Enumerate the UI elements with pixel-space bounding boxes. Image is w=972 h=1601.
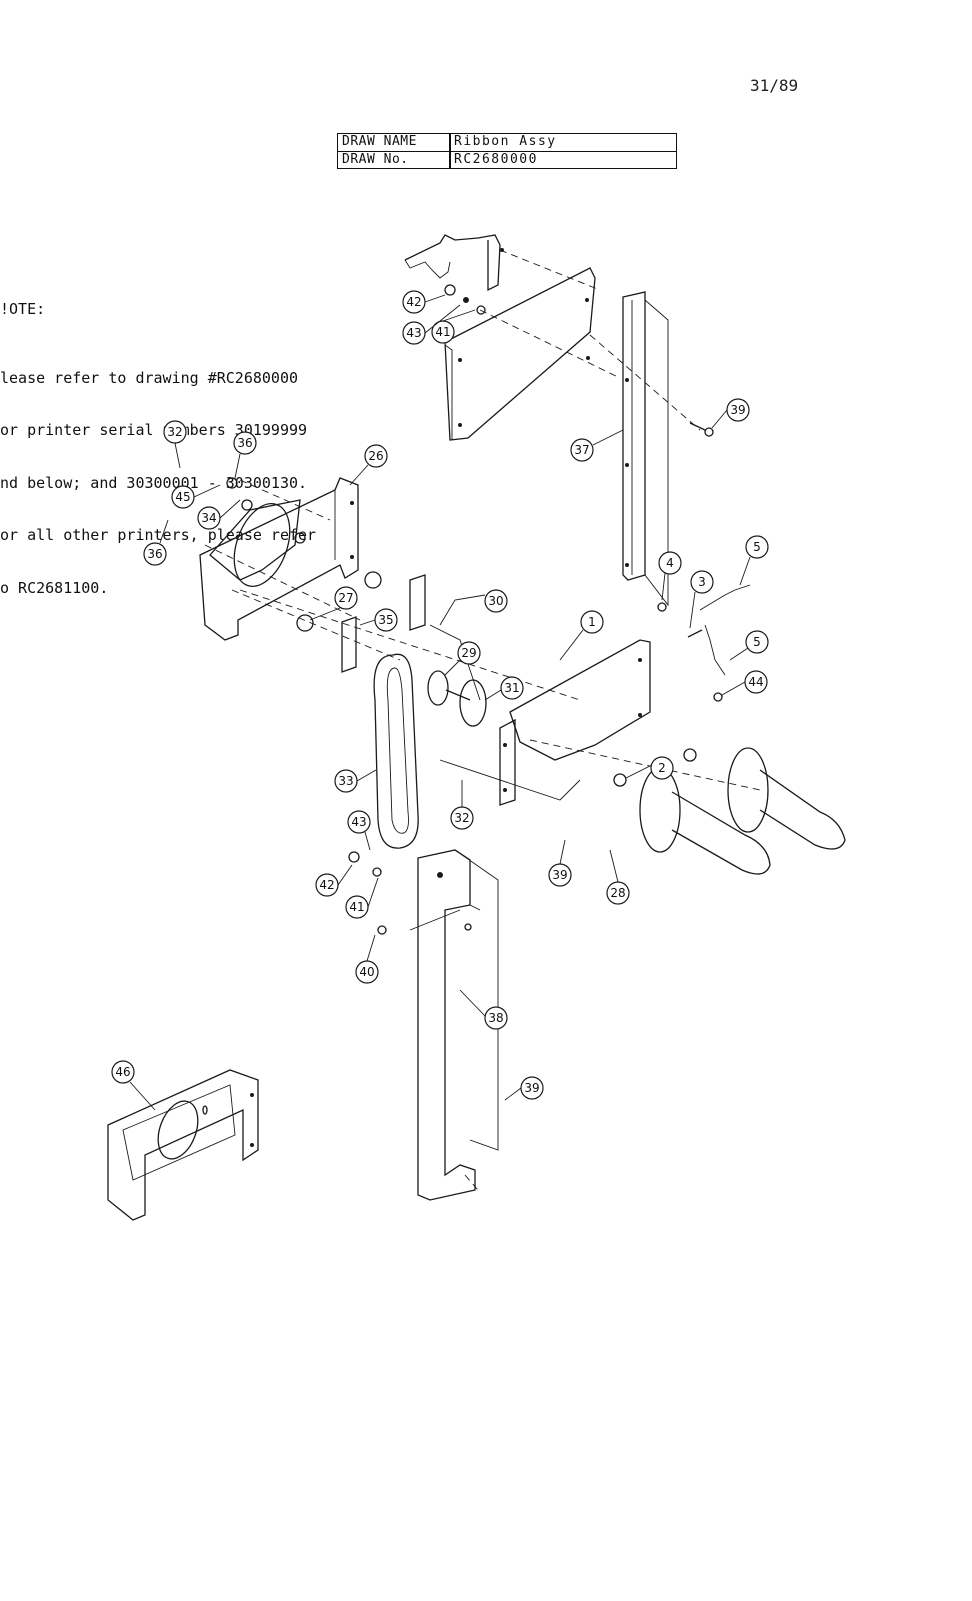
note-block: !OTE: lease refer to drawing #RC2680000 … (0, 266, 400, 632)
callout-label: 42 (319, 878, 334, 892)
page-number: 31/89 (750, 76, 799, 95)
callout-label: 42 (406, 295, 421, 309)
springs-and-screws (657, 584, 751, 702)
callout-label: 29 (461, 646, 476, 660)
callout-label: 35 (378, 613, 393, 627)
callout-label: 2 (658, 761, 666, 775)
callout-label: 32 (167, 425, 182, 439)
callout-label: 41 (349, 900, 364, 914)
title-block-divider (449, 134, 451, 168)
main-side-plate (239, 589, 761, 806)
draw-no-label: DRAW No. (342, 152, 409, 167)
callout-label: 37 (574, 443, 589, 457)
note-line: o RC2681100. (0, 578, 109, 597)
callout-labels: 42 43 41 39 37 32 36 26 45 34 36 27 35 (111, 290, 769, 1100)
callout-label: 32 (454, 811, 469, 825)
draw-name-label: DRAW NAME (342, 134, 417, 149)
callout-label: 4 (666, 556, 674, 570)
note-line: or all other printers, please refer (0, 526, 317, 544)
callout-label: 30 (488, 594, 503, 608)
callout-label: 34 (201, 511, 216, 525)
callout-label: 27 (338, 591, 353, 605)
note-line: lease refer to drawing #RC2680000 (0, 368, 299, 387)
callout-label: 31 (504, 681, 519, 695)
callout-label: 5 (753, 540, 761, 554)
callout-label: 33 (338, 774, 353, 788)
title-block: DRAW NAME Ribbon Assy DRAW No. RC2680000 (337, 133, 677, 169)
draw-name-value: Ribbon Assy (454, 134, 557, 149)
draw-no-row: DRAW No. RC2680000 (338, 152, 676, 169)
callout-label: 1 (588, 615, 596, 629)
draw-name-row: DRAW NAME Ribbon Assy (338, 134, 676, 152)
callout-label: 41 (435, 325, 450, 339)
right-vertical-bracket (622, 291, 669, 607)
gear-and-pulley (427, 624, 487, 727)
callout-label: 36 (237, 436, 252, 450)
motor-bracket (199, 477, 401, 661)
lower-vertical-bracket (348, 849, 499, 1201)
leader-lines (129, 294, 751, 1111)
callout-label: 40 (359, 965, 374, 979)
callout-label: 46 (115, 1065, 130, 1079)
callout-label: 36 (147, 547, 162, 561)
callout-label: 26 (368, 449, 383, 463)
small-plates (226, 477, 426, 673)
note-heading: !OTE: (0, 300, 46, 318)
draw-no-value: RC2680000 (454, 152, 538, 167)
callout-label: 43 (406, 326, 421, 340)
callout-label: 39 (552, 868, 567, 882)
callout-label: 38 (488, 1011, 503, 1025)
spare-bracket (107, 1069, 259, 1221)
note-line: nd below; and 30300001 - 30300130. (0, 473, 308, 492)
callout-label: 43 (351, 815, 366, 829)
callout-label: 39 (730, 403, 745, 417)
timing-belt (373, 653, 419, 849)
callout-label: 5 (753, 635, 761, 649)
callout-label: 3 (698, 575, 706, 589)
callout-label: 39 (524, 1081, 539, 1095)
callout-label: 45 (175, 490, 190, 504)
callout-label: 28 (610, 886, 625, 900)
callout-label: 44 (748, 675, 763, 689)
